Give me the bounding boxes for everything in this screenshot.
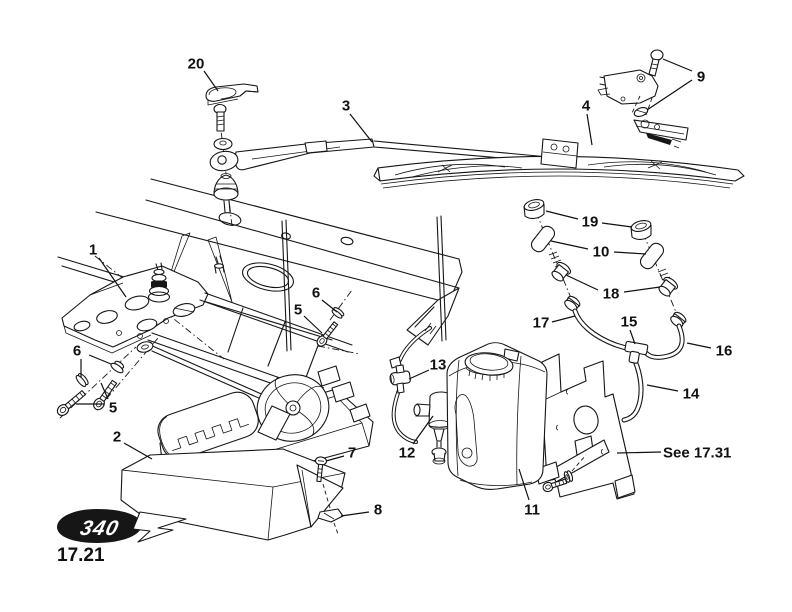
- cover-screw: [314, 456, 331, 509]
- leader-line: [123, 442, 153, 460]
- leader-line: [550, 240, 589, 250]
- wiper-blade: [373, 138, 745, 189]
- tee-connector-15: [624, 340, 649, 364]
- leader-line: [616, 451, 662, 454]
- arm-pivot-cap-assembly: [205, 83, 259, 151]
- callout-label-13: 13: [430, 357, 447, 374]
- leader-line: [412, 415, 434, 445]
- callout-label-17: 17: [533, 315, 550, 332]
- filler-cap: [464, 348, 520, 381]
- leader-line: [586, 113, 593, 146]
- wiper-arm: [209, 138, 550, 213]
- washer-pump: [413, 391, 453, 465]
- leader-line: [686, 342, 712, 349]
- callout-label-1: 1: [89, 242, 97, 259]
- callout-label-16: 16: [716, 343, 733, 360]
- leader-line: [646, 384, 679, 392]
- callout-label-7: 7: [348, 445, 356, 462]
- hose-17: [572, 308, 629, 351]
- leader-line: [340, 511, 370, 517]
- callout-label-10: 10: [593, 244, 610, 261]
- callout-label-12: 12: [399, 445, 416, 462]
- motor-frame: [136, 215, 447, 404]
- washer-bottle: [446, 342, 548, 490]
- plate-spindle: [147, 262, 171, 303]
- wiper-motor: [157, 365, 371, 460]
- flanged-nut-left: [110, 360, 125, 374]
- leader-line: [629, 329, 636, 345]
- bottle-bracket: [535, 353, 636, 500]
- callout-label-6: 6: [312, 285, 320, 302]
- callout-label-6: 6: [73, 343, 81, 360]
- callout-label-9: 9: [697, 69, 705, 86]
- leader-line: [662, 58, 693, 72]
- leader-line: [601, 222, 633, 228]
- hose-valve: [389, 322, 437, 444]
- screw-set-right: [316, 307, 345, 347]
- callout-label-4: 4: [582, 98, 591, 115]
- nozzle-stack-right: [630, 220, 687, 328]
- callout-label-2: 2: [113, 429, 121, 446]
- callout-label-14: 14: [683, 386, 700, 403]
- leader-line: [545, 210, 579, 220]
- leader-line: [613, 251, 647, 255]
- leader-line: [646, 79, 693, 111]
- leader-line: [303, 315, 323, 334]
- washer-left: [75, 373, 89, 388]
- nozzle-stack-left: [523, 199, 581, 312]
- plate-stud: [213, 255, 225, 274]
- nozzle-nut-right: [670, 311, 687, 328]
- callout-label-11: 11: [524, 502, 540, 519]
- callout-label-8: 8: [374, 502, 382, 519]
- cover-clip: [317, 508, 344, 535]
- mounting-plate: [61, 255, 225, 354]
- leader-line: [325, 455, 345, 462]
- leader-line: [321, 299, 338, 313]
- callout-label-3: 3: [342, 98, 350, 115]
- washer-right: [331, 307, 345, 319]
- leader-line: [551, 315, 576, 323]
- washer-jet-assembly: [597, 49, 689, 149]
- washer-hoses: [572, 308, 685, 423]
- brand-logo: 340: [57, 509, 187, 543]
- leader-line: [98, 257, 127, 298]
- callout-label-5: 5: [294, 302, 302, 319]
- leader-line: [623, 286, 661, 293]
- leader-line: [565, 274, 599, 291]
- nozzle-nut-left: [564, 295, 581, 312]
- callout-label-18: 18: [603, 286, 620, 303]
- callout-label-15: 15: [621, 314, 638, 331]
- leader-line: [203, 70, 219, 92]
- callout-label-20: 20: [188, 56, 205, 73]
- callout-label-see-17.31: See 17.31: [663, 445, 731, 462]
- logo-text: 340: [78, 516, 122, 540]
- leader-line: [408, 369, 430, 380]
- leader-line: [88, 354, 112, 365]
- leader-line: [518, 468, 530, 501]
- leader-line: [349, 113, 373, 143]
- callout-label-19: 19: [582, 214, 599, 231]
- page-reference: 17.21: [57, 545, 105, 566]
- callout-label-5: 5: [109, 400, 117, 417]
- leader-line: [100, 382, 109, 400]
